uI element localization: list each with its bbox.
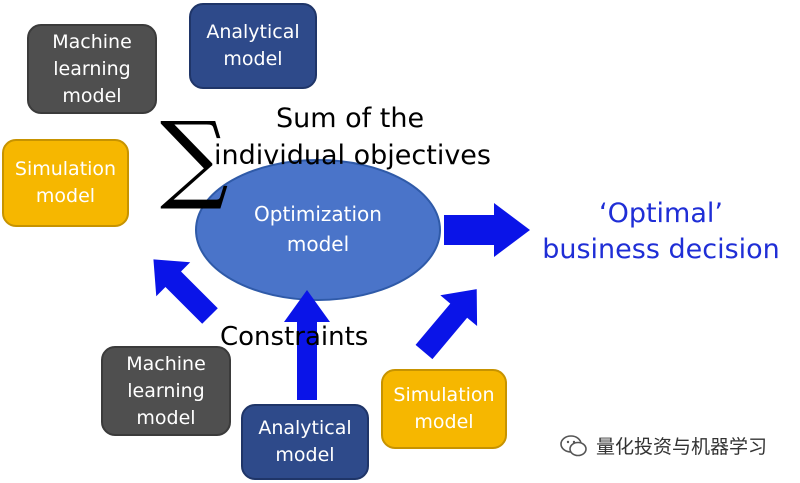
optimization-model-label: Optimization model: [254, 202, 382, 256]
optimization-ellipse: [195, 159, 441, 301]
top-machine-learning-box: Machine learning model: [27, 24, 157, 114]
bottom-analytical-box: Analytical model: [241, 404, 369, 480]
outcome-label: ‘Optimal’ business decision: [530, 196, 792, 268]
top-simulation-box: Simulation model: [2, 139, 129, 227]
top-analytical-box: Analytical model: [189, 3, 317, 89]
outcome-line2: business decision: [542, 234, 780, 265]
wechat-icon: [560, 434, 587, 456]
outcome-line1: ‘Optimal’: [599, 198, 723, 229]
constraint-arrow-middle: [284, 290, 330, 400]
constraint-arrow-right: [415, 289, 478, 360]
constraint-arrow-left: [153, 259, 218, 324]
watermark-text: 量化投资与机器学习: [596, 436, 768, 458]
bottom-machine-learning-box: Machine learning model: [101, 346, 231, 436]
bottom-simulation-box: Simulation model: [381, 369, 507, 449]
output-arrow: [444, 203, 530, 257]
objective-label-line1: Sum of the: [276, 103, 425, 134]
sigma-symbol: ∑: [160, 101, 229, 213]
objective-label-line2: individual objectives: [214, 140, 491, 171]
watermark: 量化投资与机器学习: [560, 432, 767, 459]
constraints-label: Constraints: [220, 322, 369, 352]
